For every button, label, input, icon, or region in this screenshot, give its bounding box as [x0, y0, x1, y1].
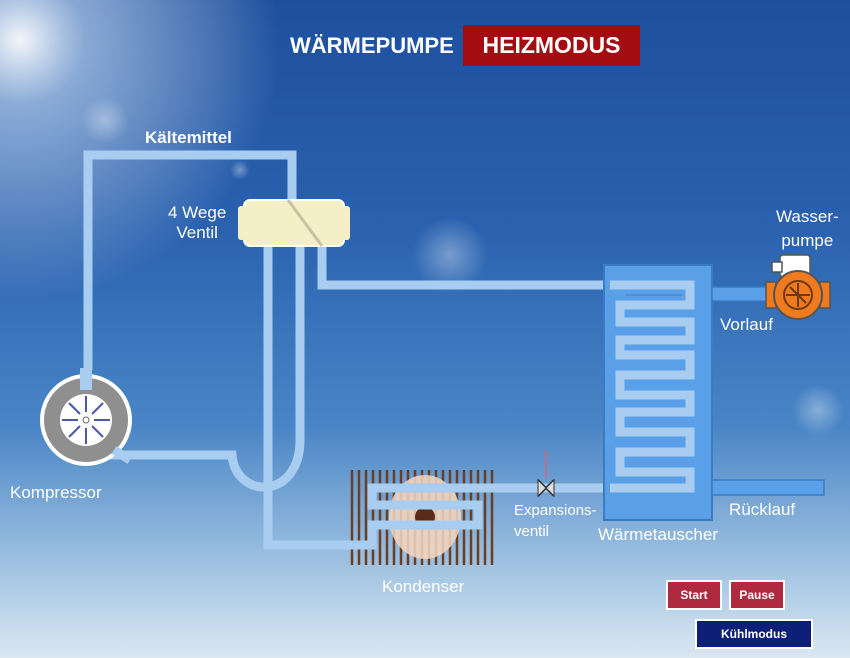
return-label: Rücklauf: [729, 500, 796, 519]
refrigerant-pipe-valve-loop: [263, 240, 350, 550]
water-pump-label: Wasser- pumpe: [776, 205, 839, 253]
water-pump-label-line2: pumpe: [781, 231, 834, 250]
flow-label: Vorlauf: [720, 315, 773, 334]
expansion-valve-icon: [537, 450, 555, 498]
refrigerant-pipe-to-exchanger: [317, 240, 610, 290]
four-way-valve-label-line1: 4 Wege: [168, 203, 227, 222]
start-button[interactable]: Start: [666, 580, 722, 610]
pause-button[interactable]: Pause: [729, 580, 785, 610]
expansion-valve-label-line1: Expansions-: [514, 502, 597, 519]
return-water-pipe: [711, 479, 825, 496]
compressor-label: Kompressor: [10, 483, 102, 502]
condenser-icon: [350, 470, 498, 565]
water-pump-icon: [765, 254, 831, 320]
page-title: WÄRMEPUMPE: [290, 33, 454, 58]
four-way-valve-label-line2: Ventil: [176, 223, 218, 242]
cooling-mode-button[interactable]: Kühlmodus: [695, 619, 813, 649]
water-pump-label-line1: Wasser-: [776, 207, 839, 226]
condenser-label: Kondenser: [382, 577, 465, 596]
expansion-valve-label-line2: ventil: [514, 523, 550, 540]
four-way-valve: [238, 199, 350, 247]
compressor-icon: [40, 368, 133, 466]
heat-exchanger-label: Wärmetauscher: [598, 525, 718, 544]
refrigerant-pipe-top: [83, 150, 297, 370]
refrigerant-label: Kältemittel: [145, 128, 232, 147]
expansion-valve-label: Expansions- ventil: [514, 500, 597, 542]
heat-exchanger-icon: [603, 264, 713, 521]
flow-water-pipe: [711, 286, 775, 302]
mode-badge: HEIZMODUS: [463, 25, 640, 66]
four-way-valve-label: 4 Wege Ventil: [168, 203, 226, 243]
